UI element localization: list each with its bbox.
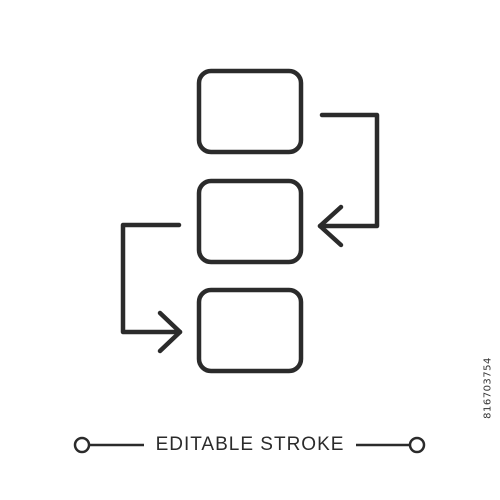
left-handle-icon [73, 436, 91, 454]
left-arrow-head [157, 310, 183, 354]
editable-stroke-caption: EDITABLE STROKE [0, 430, 500, 460]
middle-box [196, 178, 304, 265]
bottom-box [196, 287, 304, 374]
left-connector-line [120, 222, 183, 335]
caption-label: EDITABLE STROKE [155, 434, 345, 455]
right-handle-icon [408, 436, 426, 454]
left-slider-line [73, 436, 426, 454]
right-connector-line [317, 112, 380, 229]
right-arrow-head [317, 204, 344, 248]
stock-id-label: 816703754 [482, 357, 494, 419]
top-box [196, 68, 304, 155]
